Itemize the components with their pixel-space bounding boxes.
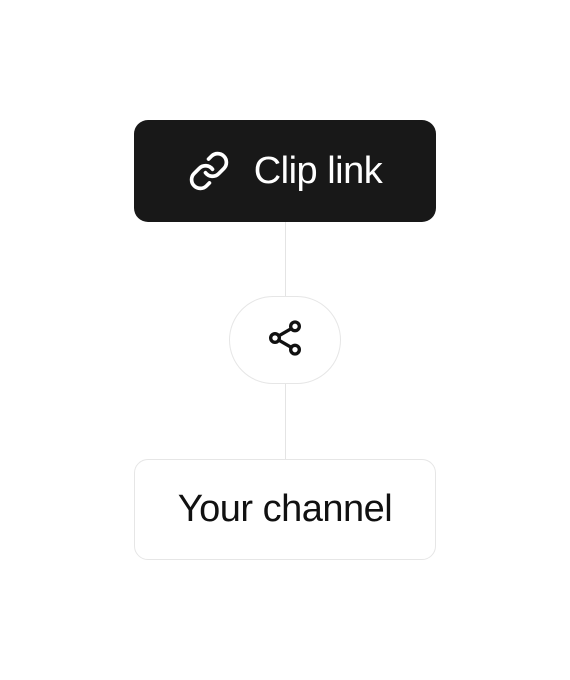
connector-line-top: [285, 222, 286, 296]
link-icon: [188, 150, 230, 192]
channel-label: Your channel: [177, 488, 393, 530]
clip-link-label: Clip link: [253, 149, 383, 192]
clip-link-button[interactable]: Clip link: [134, 120, 436, 222]
share-icon: [265, 318, 305, 363]
connector-line-bottom: [285, 384, 286, 460]
share-button[interactable]: [229, 296, 341, 384]
your-channel-box: Your channel: [134, 459, 436, 560]
